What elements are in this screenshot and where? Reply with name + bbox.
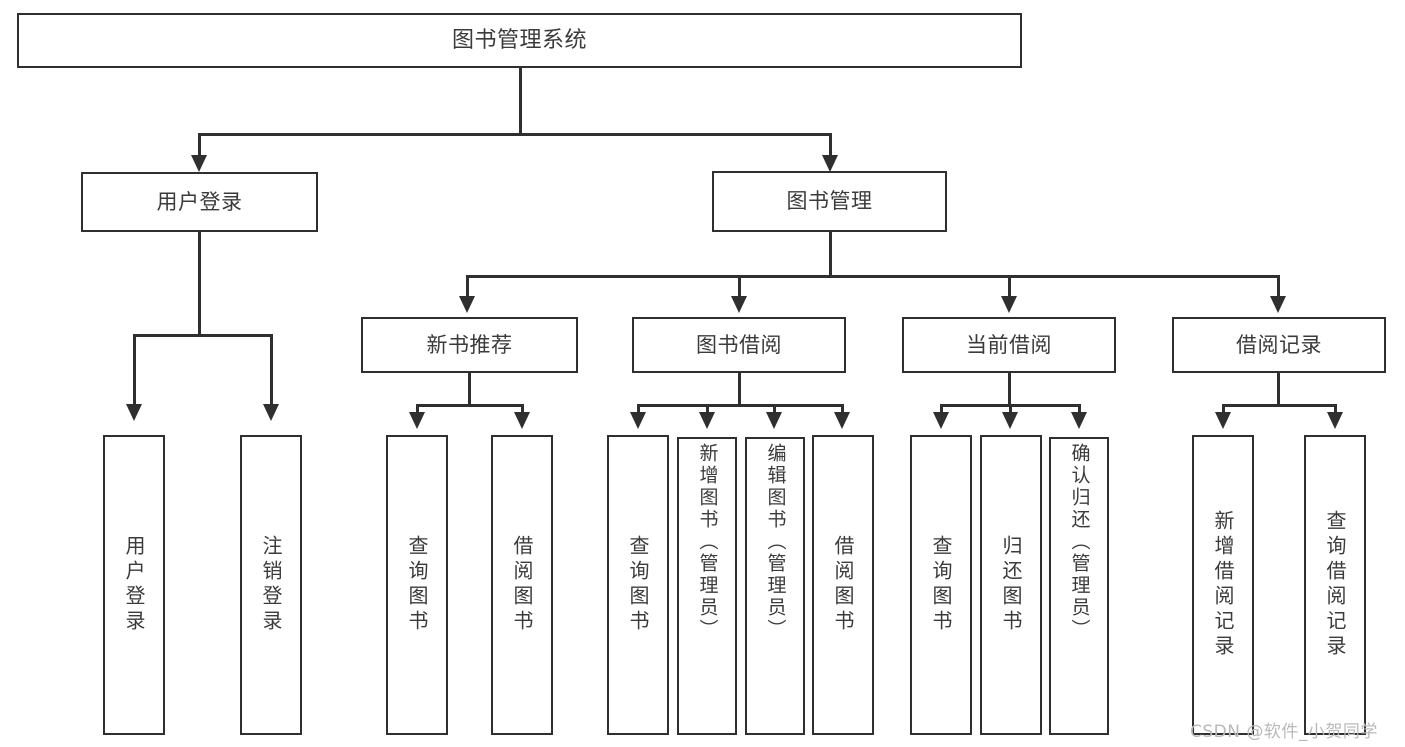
connector-bm-child-1 — [466, 275, 469, 298]
connector-book-management-bus — [466, 275, 1280, 278]
node-label: 确认归还（管理员） — [1068, 443, 1091, 641]
node-label: 新书推荐 — [426, 332, 513, 357]
connector-cb-child-2 — [1009, 404, 1012, 416]
arrow-to-cb-leaf-2 — [1002, 412, 1018, 429]
arrow-to-bb-leaf-1 — [630, 412, 646, 429]
node-new-book-recommend[interactable]: 新书推荐 — [361, 317, 578, 373]
node-label: 归还图书 — [999, 535, 1023, 635]
arrow-to-nbr-leaf-2 — [514, 412, 530, 429]
leaf-nbr-borrow-book[interactable]: 借阅图书 — [491, 435, 553, 735]
node-label: 图书管理 — [786, 189, 873, 214]
arrow-to-current-borrow — [1001, 296, 1017, 313]
connector-user-login-bus — [133, 334, 272, 337]
leaf-cb-confirm-return-admin[interactable]: 确认归还（管理员） — [1049, 437, 1109, 735]
node-label: 当前借阅 — [966, 332, 1052, 357]
connector-bb-bus — [637, 404, 843, 407]
node-label: 查询图书 — [929, 535, 953, 635]
connector-br-child-1 — [1222, 404, 1225, 416]
leaf-cb-return-book[interactable]: 归还图书 — [980, 435, 1042, 735]
leaf-user-login[interactable]: 用户登录 — [103, 435, 165, 735]
leaf-bb-query-book[interactable]: 查询图书 — [607, 435, 669, 735]
connector-user-login-stem — [198, 232, 201, 335]
node-label: 用户登录 — [122, 535, 146, 635]
connector-book-management-stem — [829, 232, 832, 276]
connector-nbr-stem — [468, 373, 471, 406]
node-label: 用户登录 — [156, 189, 243, 214]
arrow-to-book-borrow — [731, 296, 747, 313]
arrow-to-leaf-logout — [263, 404, 279, 421]
connector-bm-child-4 — [1277, 275, 1280, 298]
node-book-borrow[interactable]: 图书借阅 — [632, 317, 846, 373]
connector-cb-stem — [1008, 373, 1011, 406]
node-label: 查询图书 — [405, 535, 429, 635]
connector-nbr-bus — [416, 404, 524, 407]
node-label: 编辑图书（管理员） — [764, 443, 787, 641]
node-current-borrow[interactable]: 当前借阅 — [902, 317, 1116, 373]
connector-br-bus — [1222, 404, 1337, 407]
connector-root-to-user-login — [198, 133, 201, 158]
connector-bb-child-3 — [773, 404, 776, 416]
arrow-to-cb-leaf-3 — [1071, 412, 1087, 429]
connector-bm-child-2 — [738, 275, 741, 298]
arrow-to-new-book-recommend — [459, 296, 475, 313]
connector-br-stem — [1277, 373, 1280, 406]
connector-cb-child-1 — [940, 404, 943, 416]
leaf-br-query-record[interactable]: 查询借阅记录 — [1304, 435, 1366, 735]
node-label: 新增借阅记录 — [1211, 510, 1235, 660]
arrow-to-bb-leaf-2 — [699, 412, 715, 429]
connector-br-child-2 — [1334, 404, 1337, 416]
node-label: 借阅图书 — [831, 535, 855, 635]
leaf-bb-add-book-admin[interactable]: 新增图书（管理员） — [677, 437, 737, 735]
node-label: 图书借阅 — [696, 332, 782, 357]
connector-root-stem — [519, 68, 522, 134]
arrow-to-cb-leaf-1 — [933, 412, 949, 429]
connector-bb-stem — [738, 373, 741, 406]
arrow-to-bb-leaf-3 — [766, 412, 782, 429]
connector-nbr-child-1 — [416, 404, 419, 416]
arrow-to-book-management — [822, 155, 838, 172]
arrow-to-bb-leaf-4 — [834, 412, 850, 429]
connector-bm-child-3 — [1008, 275, 1011, 298]
node-label: 新增图书（管理员） — [696, 443, 719, 641]
node-label: 查询借阅记录 — [1323, 510, 1347, 660]
connector-root-bus — [198, 133, 832, 136]
leaf-cb-query-book[interactable]: 查询图书 — [910, 435, 972, 735]
connector-user-login-child-1 — [133, 334, 136, 407]
csdn-watermark: CSDN @软件_小贺同学 — [1190, 722, 1378, 742]
arrow-to-br-leaf-1 — [1215, 412, 1231, 429]
node-user-login[interactable]: 用户登录 — [81, 172, 318, 232]
node-label: 注销登录 — [259, 535, 283, 635]
node-label: 借阅记录 — [1236, 332, 1322, 357]
arrow-to-nbr-leaf-1 — [409, 412, 425, 429]
connector-root-to-book-management — [829, 133, 832, 158]
connector-nbr-child-2 — [521, 404, 524, 416]
node-label: 查询图书 — [626, 535, 650, 635]
arrow-to-br-leaf-2 — [1327, 412, 1343, 429]
leaf-bb-borrow-book[interactable]: 借阅图书 — [812, 435, 874, 735]
leaf-nbr-query-book[interactable]: 查询图书 — [386, 435, 448, 735]
leaf-br-add-record[interactable]: 新增借阅记录 — [1192, 435, 1254, 735]
leaf-logout[interactable]: 注销登录 — [240, 435, 302, 735]
leaf-bb-edit-book-admin[interactable]: 编辑图书（管理员） — [745, 437, 805, 735]
node-label: 图书管理系统 — [451, 27, 587, 53]
connector-bb-child-4 — [841, 404, 844, 416]
node-label: 借阅图书 — [510, 535, 534, 635]
node-book-management[interactable]: 图书管理 — [712, 171, 947, 232]
connector-cb-child-3 — [1078, 404, 1081, 416]
node-root-book-management-system[interactable]: 图书管理系统 — [17, 13, 1022, 68]
arrow-to-borrow-record — [1270, 296, 1286, 313]
connector-bb-child-2 — [706, 404, 709, 416]
node-borrow-record[interactable]: 借阅记录 — [1172, 317, 1386, 373]
connector-user-login-child-2 — [270, 334, 273, 407]
arrow-to-user-login — [191, 155, 207, 172]
connector-bb-child-1 — [637, 404, 640, 416]
arrow-to-leaf-user-login — [126, 404, 142, 421]
